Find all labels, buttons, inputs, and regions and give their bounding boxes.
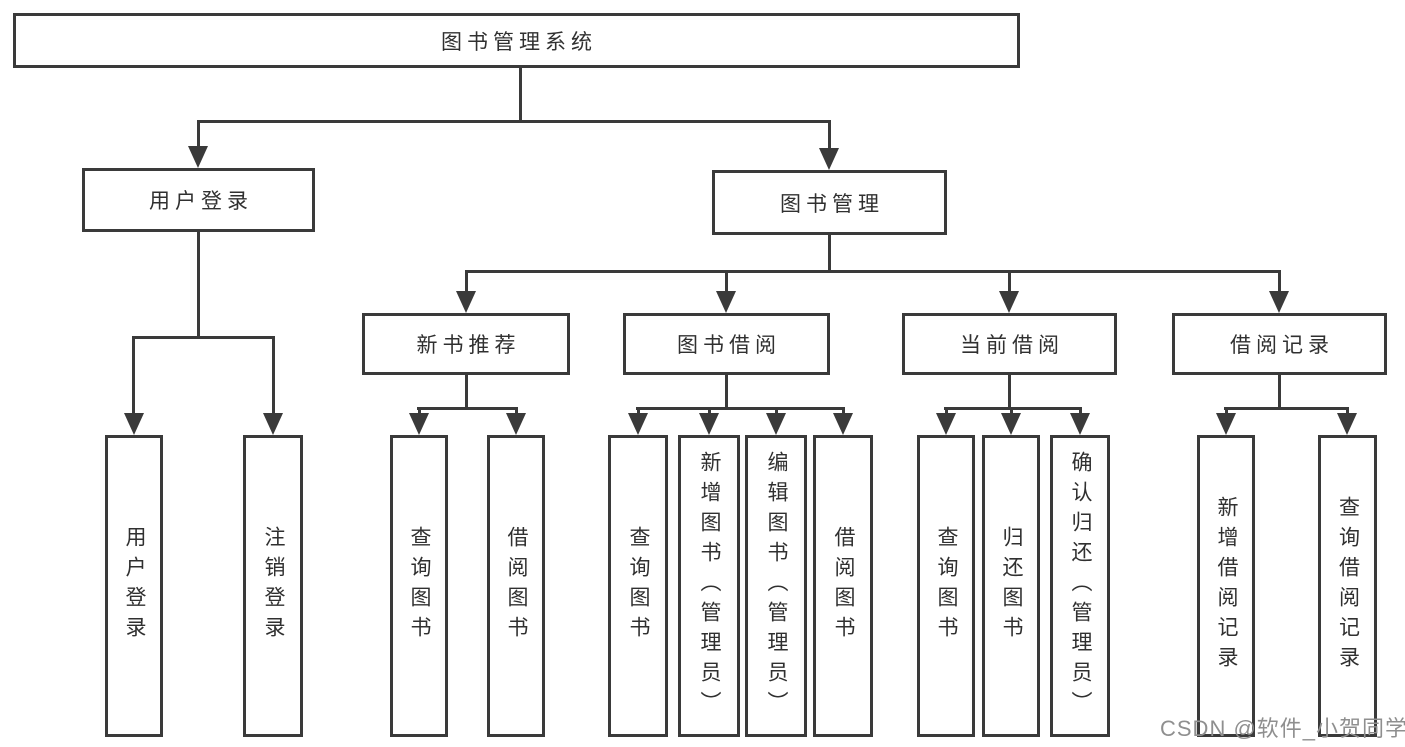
arrowhead-down-icon bbox=[716, 291, 736, 313]
connector-root-stem bbox=[519, 68, 522, 120]
node-user-login: 用户登录 bbox=[82, 168, 315, 232]
connector-shaft bbox=[465, 270, 468, 297]
node-library-system: 图书管理系统 bbox=[13, 13, 1020, 68]
connector-stem bbox=[725, 375, 728, 407]
node-book-borrowing: 图书借阅 bbox=[623, 313, 830, 375]
arrowhead-down-icon bbox=[1216, 413, 1236, 435]
connector-split bbox=[636, 407, 845, 410]
arrowhead-down-icon bbox=[999, 291, 1019, 313]
leaf-user-login: 用户登录 bbox=[105, 435, 163, 737]
leaf-borrow-books: 借阅图书 bbox=[813, 435, 873, 737]
connector-shaft bbox=[132, 336, 135, 419]
leaf-query-books-recommend: 查询图书 bbox=[390, 435, 448, 737]
leaf-edit-book-admin: 编辑图书（管理员） bbox=[745, 435, 807, 737]
connector-user-login-stem bbox=[197, 232, 200, 336]
arrowhead-down-icon bbox=[936, 413, 956, 435]
arrowhead-down-icon bbox=[263, 413, 283, 435]
connector-level2-split bbox=[465, 270, 1281, 273]
connector-stem bbox=[1278, 375, 1281, 407]
leaf-query-borrow-record: 查询借阅记录 bbox=[1318, 435, 1377, 737]
node-new-book-recommend: 新书推荐 bbox=[362, 313, 570, 375]
connector-level1-split bbox=[197, 120, 831, 123]
connector-shaft bbox=[725, 270, 728, 297]
connector-shaft bbox=[828, 120, 831, 154]
leaf-return-books: 归还图书 bbox=[982, 435, 1040, 737]
arrowhead-down-icon bbox=[699, 413, 719, 435]
arrowhead-down-icon bbox=[124, 413, 144, 435]
leaf-query-books-current: 查询图书 bbox=[917, 435, 975, 737]
arrowhead-down-icon bbox=[506, 413, 526, 435]
arrowhead-down-icon bbox=[456, 291, 476, 313]
arrowhead-down-icon bbox=[628, 413, 648, 435]
arrowhead-down-icon bbox=[188, 146, 208, 168]
arrowhead-down-icon bbox=[1337, 413, 1357, 435]
arrowhead-down-icon bbox=[766, 413, 786, 435]
leaf-query-books-borrowing: 查询图书 bbox=[608, 435, 668, 737]
connector-shaft bbox=[197, 120, 200, 152]
arrowhead-down-icon bbox=[819, 148, 839, 170]
connector-book-mgmt-stem bbox=[828, 235, 831, 270]
arrowhead-down-icon bbox=[833, 413, 853, 435]
leaf-borrow-books-recommend: 借阅图书 bbox=[487, 435, 545, 737]
leaf-confirm-return-admin: 确认归还（管理员） bbox=[1050, 435, 1110, 737]
connector-shaft bbox=[1008, 270, 1011, 297]
leaf-add-borrow-record: 新增借阅记录 bbox=[1197, 435, 1255, 737]
connector-shaft bbox=[272, 336, 275, 419]
connector-shaft bbox=[1278, 270, 1281, 297]
arrowhead-down-icon bbox=[409, 413, 429, 435]
connector-split bbox=[417, 407, 518, 410]
csdn-watermark: CSDN @软件_小贺同学 bbox=[1160, 716, 1405, 741]
connector-stem bbox=[1008, 375, 1011, 407]
connector-user-login-split bbox=[132, 336, 275, 339]
connector-stem bbox=[465, 375, 468, 407]
arrowhead-down-icon bbox=[1001, 413, 1021, 435]
leaf-logout: 注销登录 bbox=[243, 435, 303, 737]
arrowhead-down-icon bbox=[1269, 291, 1289, 313]
node-book-management: 图书管理 bbox=[712, 170, 947, 235]
connector-split bbox=[1224, 407, 1349, 410]
node-borrowing-records: 借阅记录 bbox=[1172, 313, 1387, 375]
leaf-add-book-admin: 新增图书（管理员） bbox=[678, 435, 740, 737]
arrowhead-down-icon bbox=[1070, 413, 1090, 435]
connector-split bbox=[944, 407, 1082, 410]
node-current-borrowing: 当前借阅 bbox=[902, 313, 1117, 375]
